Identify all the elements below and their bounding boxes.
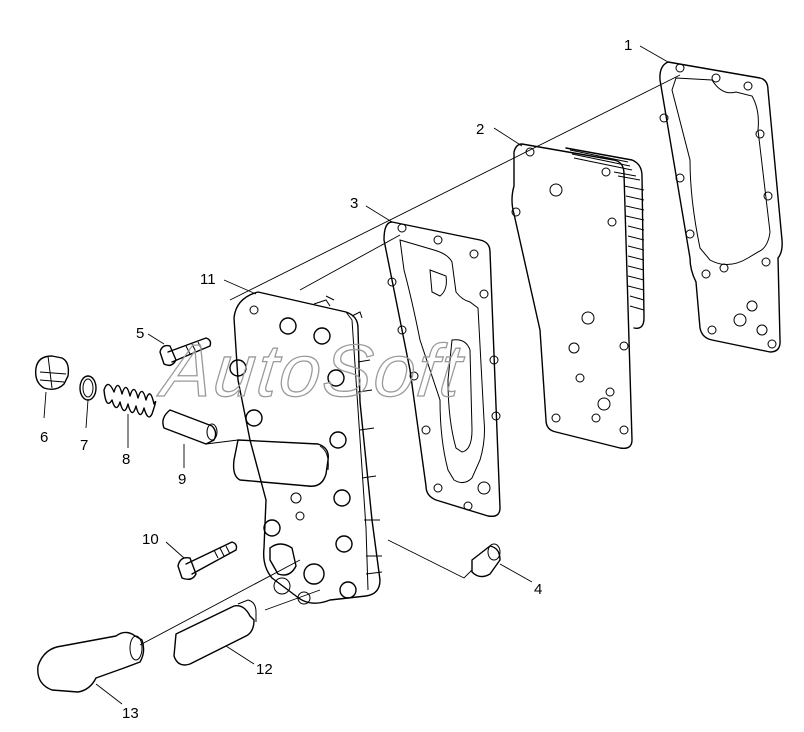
callout-labels: 1 2 3 4 5 6 7 8 9 10 11 12 13 <box>40 37 632 722</box>
callout-12: 12 <box>256 661 273 678</box>
part-6-plug <box>34 355 70 391</box>
callout-9: 9 <box>178 471 186 488</box>
leader-lines <box>43 45 669 705</box>
alignment-lines <box>139 74 681 646</box>
part-10-bolt <box>177 541 238 581</box>
callout-5: 5 <box>136 325 144 342</box>
part-5-bolt <box>159 337 212 367</box>
part-7-o-ring <box>79 375 97 401</box>
callout-10: 10 <box>142 531 159 548</box>
part-11-housing <box>229 291 383 605</box>
callout-6: 6 <box>40 429 48 446</box>
part-2-oil-cooler <box>511 143 645 450</box>
callout-4: 4 <box>534 581 542 598</box>
part-1-gasket <box>659 61 783 353</box>
callout-3: 3 <box>350 195 358 212</box>
part-4-fitting <box>471 543 501 578</box>
part-3-gasket <box>383 221 501 518</box>
part-9-valve <box>162 409 239 445</box>
callout-11: 11 <box>200 271 216 288</box>
callout-2: 2 <box>476 121 484 138</box>
part-13-elbow <box>37 631 145 693</box>
callout-1: 1 <box>624 37 632 54</box>
callout-7: 7 <box>80 437 88 454</box>
watermark: AutoSoft <box>155 329 469 412</box>
part-8-spring <box>103 383 157 418</box>
callout-8: 8 <box>122 451 130 468</box>
part-12-sensor <box>173 599 257 666</box>
callout-13: 13 <box>122 705 139 722</box>
